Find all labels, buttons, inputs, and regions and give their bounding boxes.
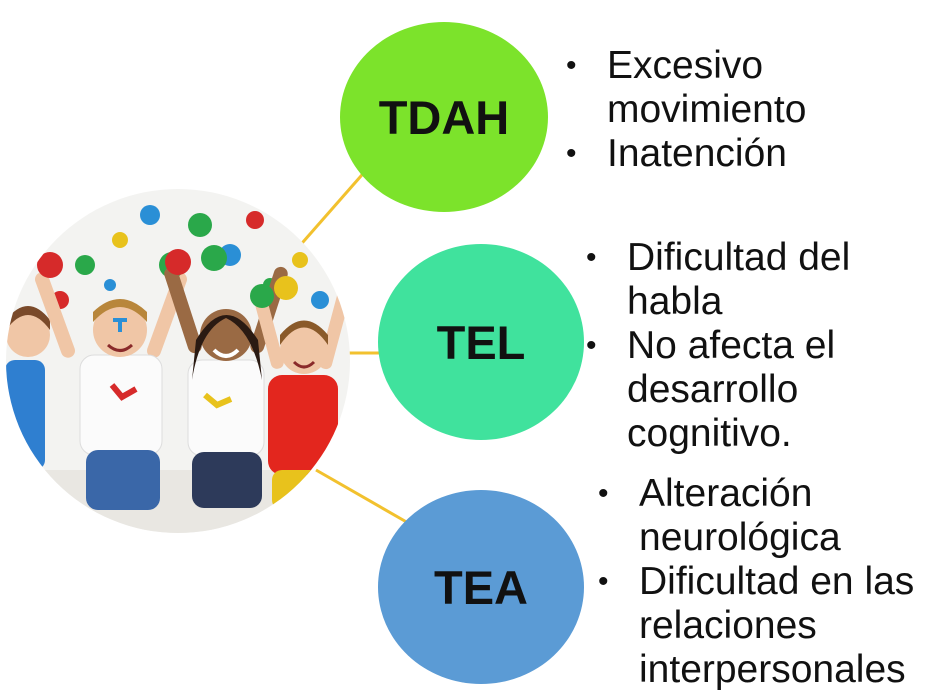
bullet-item: Inatención: [566, 132, 936, 176]
node-tea-label: TEA: [434, 560, 528, 614]
bullet-item: Excesivo movimiento: [566, 44, 936, 132]
connector-tea: [315, 468, 411, 526]
tdah-bullet-list: Excesivo movimiento Inatención: [566, 44, 936, 176]
node-tea: TEA: [378, 490, 584, 684]
child-left: [6, 306, 50, 470]
connector-tdah: [294, 167, 370, 251]
node-tdah: TDAH: [340, 22, 548, 212]
bullet-item: Dificultad en las relaciones interperson…: [598, 560, 938, 692]
node-tel-label: TEL: [436, 315, 526, 369]
node-tel: TEL: [378, 244, 584, 440]
tea-bullet-list: Alteración neurológica Dificultad en las…: [598, 472, 938, 692]
bullet-item: No afecta el desarrollo cognitivo.: [586, 324, 936, 456]
tel-bullet-list: Dificultad del habla No afecta el desarr…: [586, 236, 936, 456]
bullet-item: Dificultad del habla: [586, 236, 936, 324]
node-tdah-label: TDAH: [378, 90, 510, 144]
bullet-item: Alteración neurológica: [598, 472, 938, 560]
